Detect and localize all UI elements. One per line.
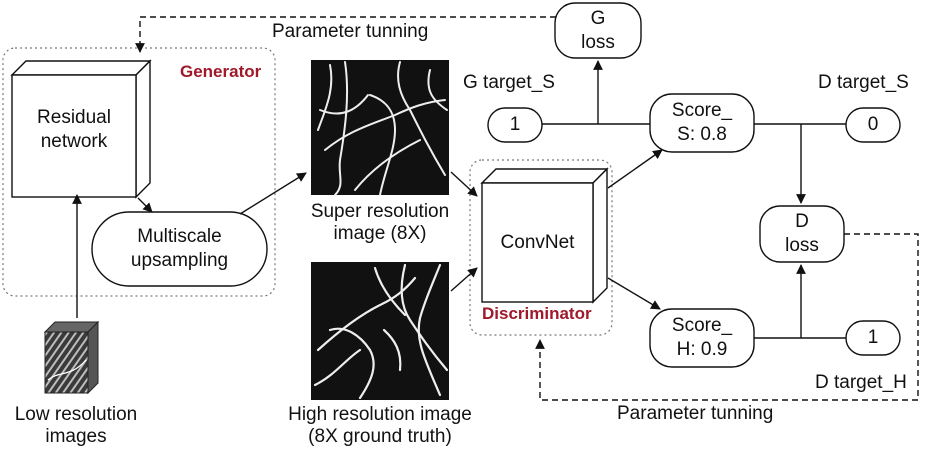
g-target-s-value: 1 [509, 114, 521, 135]
low-resolution-caption: Low resolution images [0, 404, 152, 448]
super-resolution-caption: Super resolution image (8X) [280, 201, 480, 245]
g-loss-box [554, 2, 642, 59]
score-s-label-line1: Score_ [671, 100, 733, 121]
super-resolution-caption-line2: image (8X) [333, 223, 427, 244]
g-loss-label: G loss [555, 7, 641, 55]
residual-network-label-line2: network [40, 131, 108, 152]
d-target-s-value: 0 [867, 114, 879, 135]
d-loss-label: D loss [760, 210, 844, 258]
d-loss-label-line2: loss [785, 235, 819, 256]
discriminator-title: Discriminator [482, 304, 592, 323]
low-resolution-image-stack [43, 320, 100, 395]
residual-network-label-line1: Residual [37, 107, 111, 128]
score-h-label: Score_ H: 0.9 [650, 314, 754, 362]
low-resolution-caption-line1: Low resolution [14, 404, 138, 425]
d-target-s-label: D target_S [818, 72, 909, 93]
g-target-s-value-box [487, 107, 543, 143]
discriminator-frame [469, 159, 613, 336]
g-loss-label-line1: G [590, 8, 606, 29]
upsampling-to-superres-arrow [239, 172, 307, 215]
upsampling-label-line2: upsampling [130, 250, 229, 271]
high-resolution-caption-line1: High resolution image [288, 404, 472, 425]
top-feedback-arrow [135, 16, 556, 53]
residual-network-box [10, 59, 152, 199]
residual-network-label: Residual network [12, 106, 136, 154]
upsampling-label: Multiscale upsampling [92, 225, 267, 273]
d-loss-label-line1: D [795, 211, 809, 232]
multiscale-upsampling-box [91, 211, 268, 287]
top-parameter-tuning-label: Parameter tunning [272, 21, 429, 42]
convnet-label: ConvNet [500, 232, 575, 253]
highres-to-convnet-arrow [450, 267, 478, 292]
convnet-box [480, 167, 609, 304]
super-resolution-caption-line1: Super resolution [310, 201, 450, 222]
high-resolution-image [311, 262, 449, 400]
bottom-parameter-tuning-label: Parameter tunning [617, 403, 774, 424]
d-target-s-value-box [845, 107, 901, 143]
score-h-value: H: 0.9 [676, 339, 728, 360]
convnet-to-score-h-arrow [607, 277, 661, 310]
low-resolution-caption-line2: images [45, 426, 107, 447]
high-resolution-caption-line2: (8X ground truth) [308, 426, 452, 447]
convnet-to-score-s-arrow [607, 149, 663, 189]
d-target-h-label: D target_H [815, 372, 907, 393]
score-s-value: S: 0.8 [677, 124, 727, 145]
upsampling-label-line1: Multiscale [137, 226, 222, 247]
score-h-label-line1: Score_ [671, 315, 733, 336]
bottom-feedback-arrow [535, 233, 919, 401]
score-s-box [649, 93, 755, 153]
superres-to-convnet-arrow [450, 171, 478, 197]
residual-to-upsampling-arrow [137, 197, 153, 213]
g-loss-label-line2: loss [581, 32, 615, 53]
d-target-h-value: 1 [867, 327, 879, 348]
super-resolution-image [311, 60, 449, 196]
generator-title: Generator [180, 62, 262, 81]
g-target-s-label: G target_S [463, 72, 555, 93]
high-resolution-caption: High resolution image (8X ground truth) [265, 404, 495, 448]
score-s-label: Score_ S: 0.8 [650, 99, 754, 147]
